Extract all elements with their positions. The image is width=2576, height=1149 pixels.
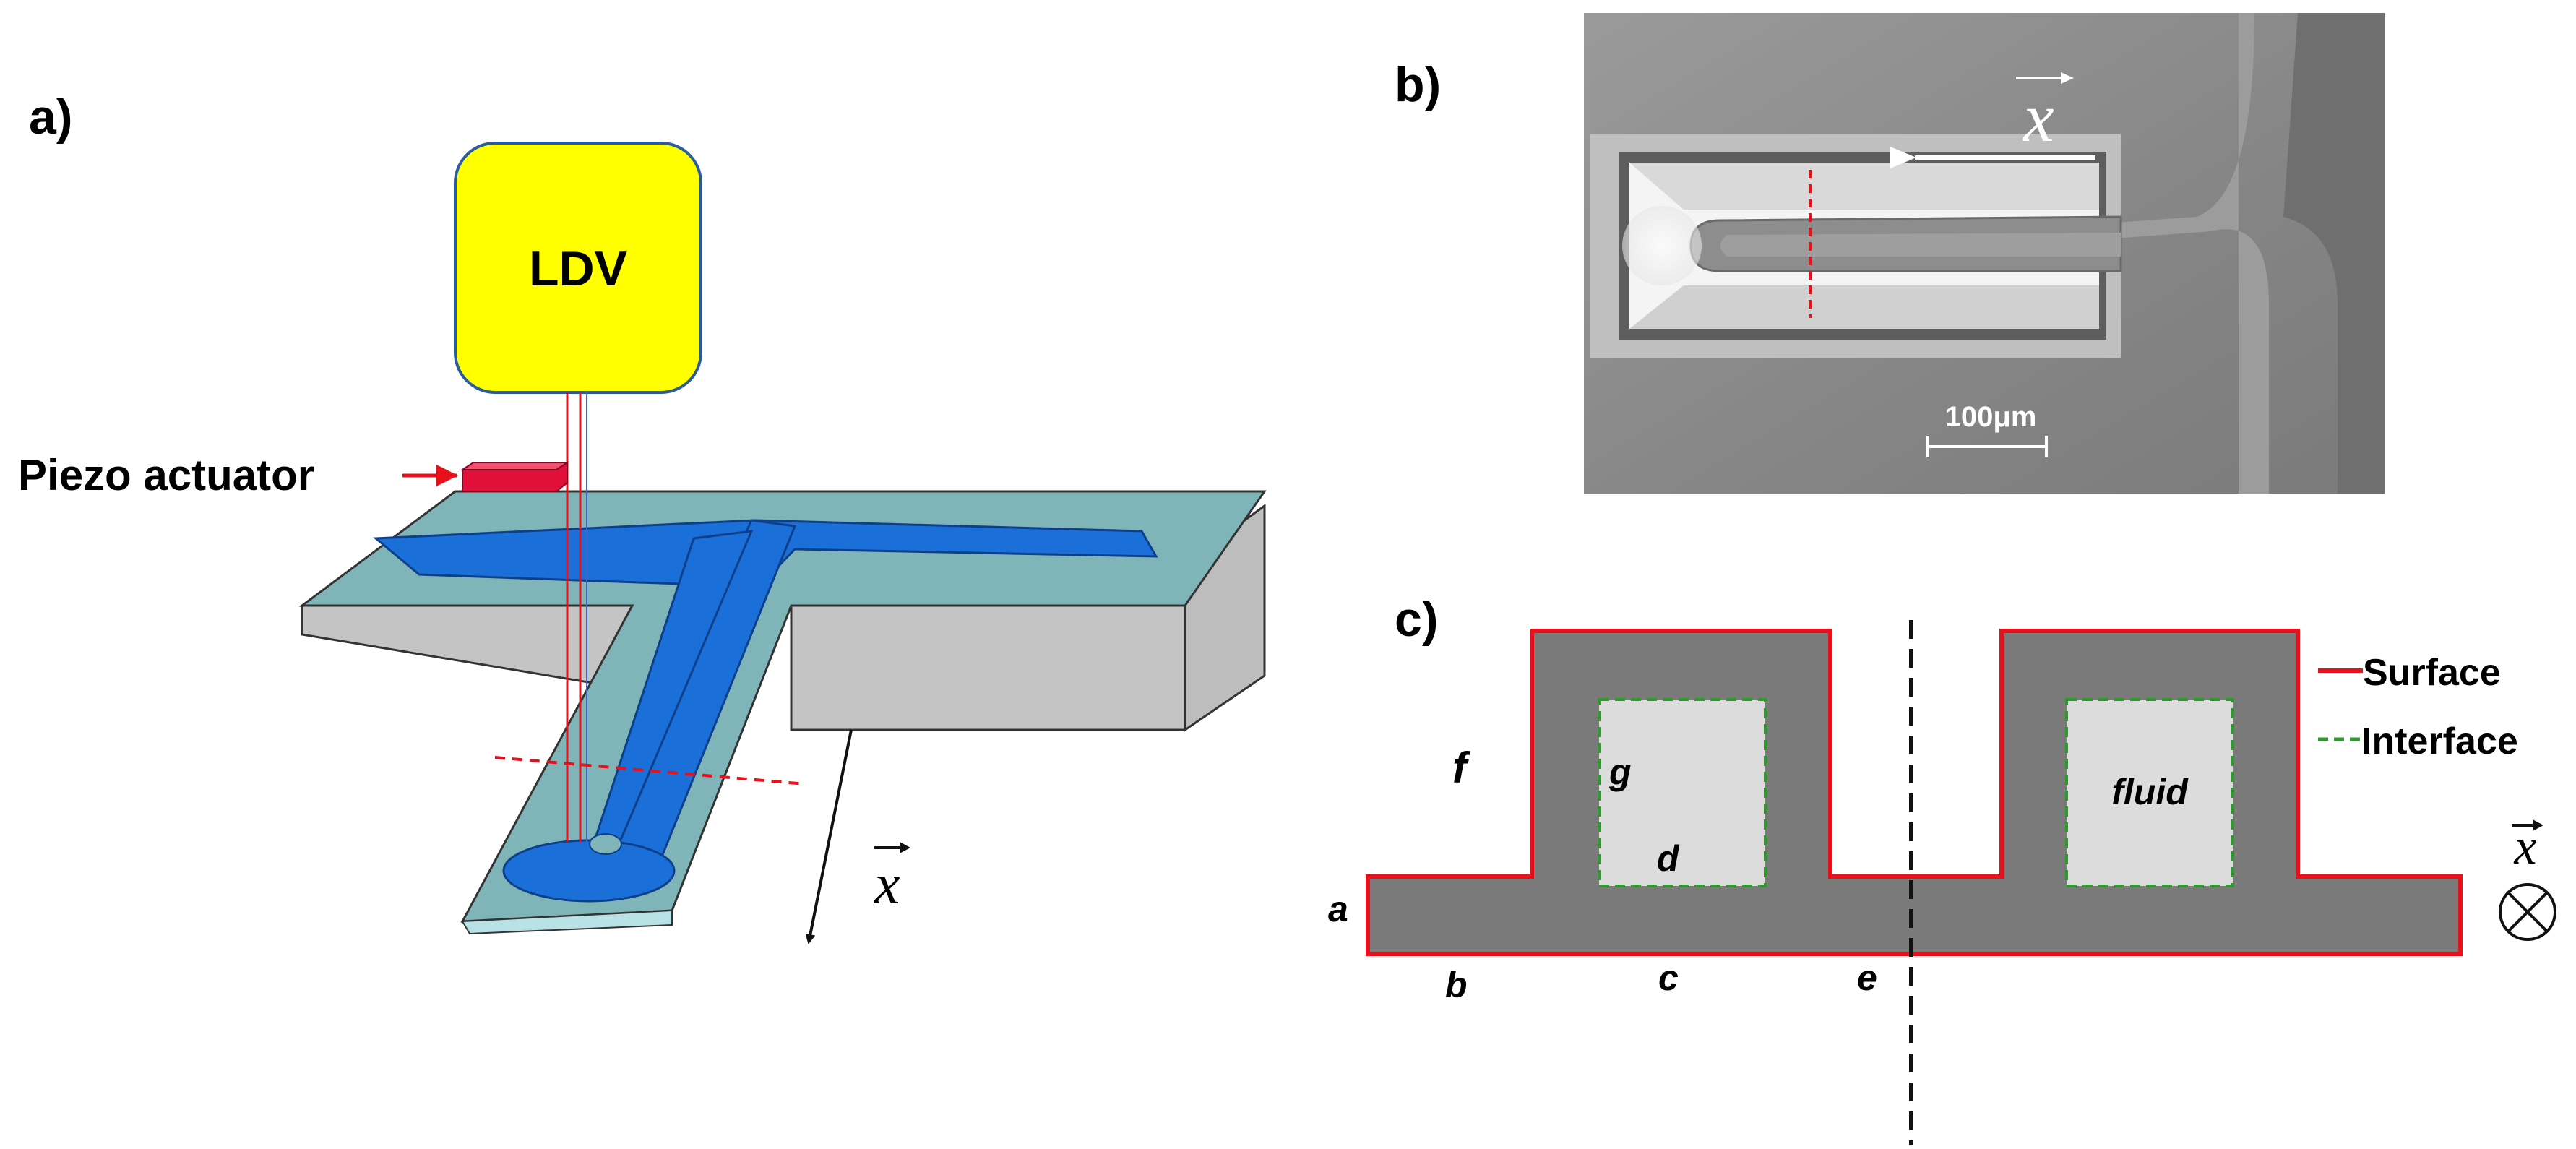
piezo-label: Piezo actuator	[18, 451, 314, 499]
channel-tip	[502, 839, 676, 903]
ldv-box	[454, 142, 702, 394]
sem-cantilever-channel	[1720, 233, 2121, 257]
letter-c: c	[1658, 957, 1679, 998]
sem-right-shadow	[2283, 13, 2385, 494]
letter-d: d	[1657, 838, 1680, 879]
channel-inner-gap	[589, 833, 622, 855]
into-page-cross-2	[2507, 891, 2549, 933]
panel-b-label: b)	[1395, 57, 1441, 112]
x-axis-arrow	[805, 729, 853, 944]
into-page-symbol	[2499, 883, 2556, 941]
panel-a: a) LDV Piezo actuator x	[18, 90, 1267, 944]
x-axis-label-a: x	[874, 853, 900, 916]
ldv-label: LDV	[529, 241, 627, 296]
legend-interface-label: Interface	[2361, 720, 2518, 762]
sem-x-vector-head	[2061, 72, 2074, 84]
scale-bar-label: 100μm	[1945, 401, 2037, 433]
letter-a: a	[1328, 889, 1348, 929]
surface-outline	[1366, 629, 2463, 956]
panel-c-label: c)	[1395, 592, 1438, 647]
panel-c: c) a b c d e f g fluid Surface Interface…	[1328, 592, 2556, 1145]
piezo-actuator-top	[460, 462, 570, 470]
sem-pit-top-wall	[1629, 163, 2099, 210]
sem-channel-band	[2095, 13, 2269, 494]
fluid-region-right	[2065, 698, 2234, 887]
letter-b: b	[1445, 965, 1468, 1005]
substrate-right-side	[790, 604, 1186, 731]
x-vector-head-a	[900, 842, 910, 853]
sem-pit-bottom-wall	[1629, 285, 2099, 329]
fluid-region-left	[1598, 698, 1767, 887]
left-channel-leg	[590, 530, 754, 849]
letter-e: e	[1857, 957, 1877, 998]
x-vector-head-c	[2533, 819, 2543, 831]
fluid-label: fluid	[2111, 772, 2189, 812]
letter-g: g	[1608, 752, 1632, 792]
sem-x-label: x	[2022, 79, 2054, 156]
letter-f: f	[1452, 744, 1470, 792]
panel-b: b) x 100μm	[1395, 13, 2385, 494]
panel-a-label: a)	[29, 90, 72, 145]
sem-tip-glow	[1622, 206, 1702, 285]
legend-surface-label: Surface	[2363, 652, 2501, 694]
cantilever-edge	[461, 909, 673, 935]
